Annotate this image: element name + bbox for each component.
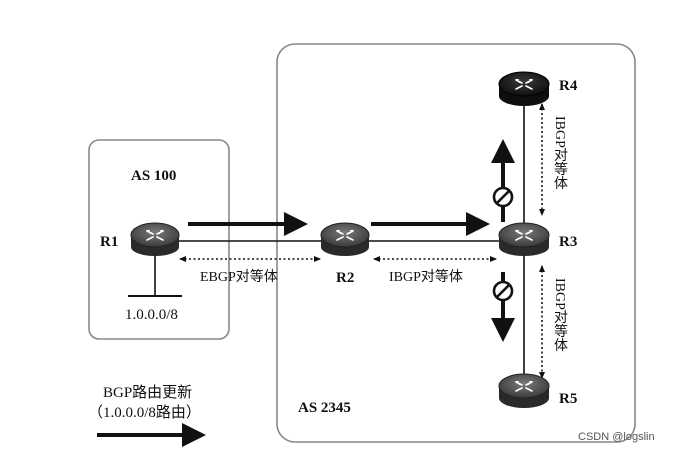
blocked-icon: [492, 186, 514, 208]
ibgp-peer-label-r3-r5: IBGP对等体: [552, 278, 567, 352]
watermark: CSDN @logslin: [578, 431, 655, 443]
blocked-icon: [492, 280, 514, 302]
router-icon: [320, 222, 370, 256]
ibgp-peer-label-r3-r4: IBGP对等体: [552, 116, 567, 190]
router-label-r1: R1: [100, 234, 119, 250]
router-icon: [498, 373, 550, 408]
as-2345-box: [276, 43, 636, 443]
router-icon: [130, 222, 180, 256]
legend-line-2: （1.0.0.0/8路由）: [88, 405, 201, 421]
as-2345-label: AS 2345: [298, 400, 351, 416]
ebgp-peer-label: EBGP对等体: [200, 270, 278, 285]
as-100-box: [88, 139, 230, 340]
legend-line-1: BGP路由更新: [103, 385, 193, 401]
router-label-r5: R5: [559, 391, 578, 407]
router-label-r2: R2: [336, 270, 355, 286]
network-prefix-label: 1.0.0.0/8: [125, 307, 178, 323]
as-100-label: AS 100: [131, 168, 177, 184]
ibgp-peer-label-r2-r3: IBGP对等体: [389, 270, 463, 285]
router-label-r3: R3: [559, 234, 578, 250]
router-icon: [498, 222, 550, 256]
router-icon: [498, 71, 550, 106]
router-label-r4: R4: [559, 78, 578, 94]
